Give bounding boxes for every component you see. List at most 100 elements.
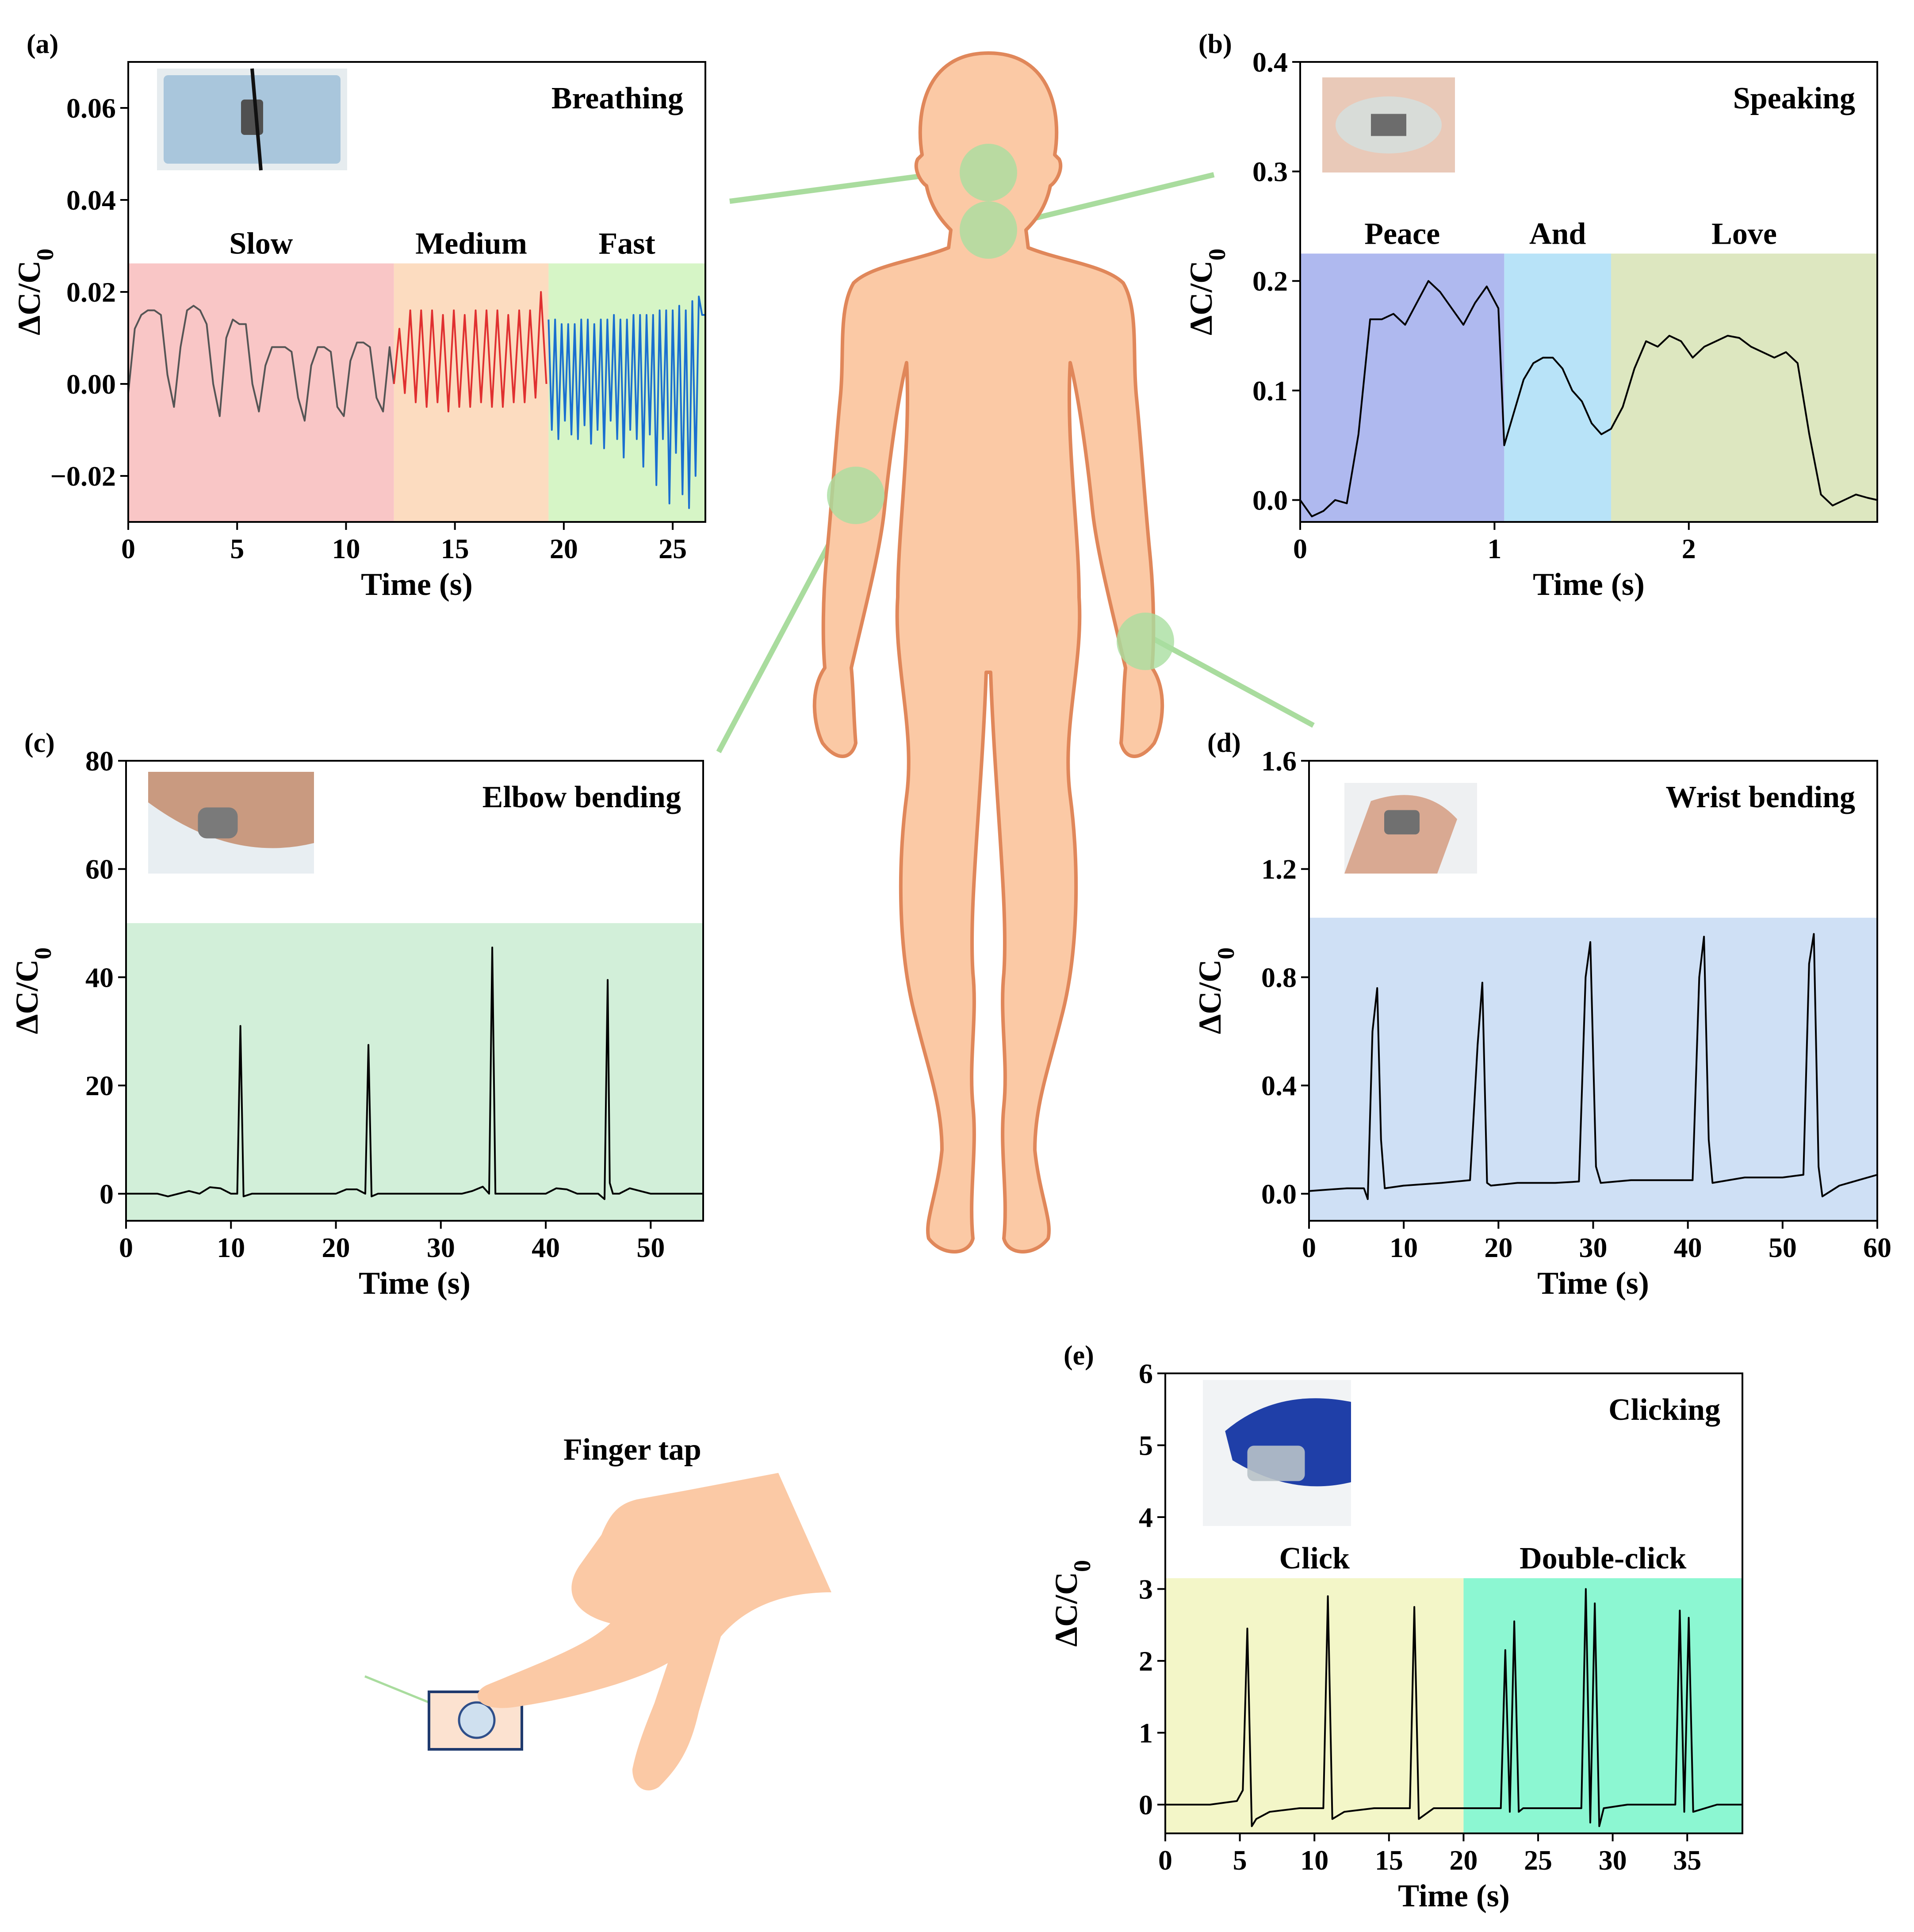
chart-title: Wrist bending: [1665, 780, 1855, 814]
x-axis-label: Time (s): [359, 1265, 471, 1301]
region-band-0: [126, 923, 703, 1221]
x-tick-label-1: 10: [1390, 1232, 1418, 1263]
inset-photo-mouth: [1322, 77, 1455, 172]
y-tick-label-0: 0.0: [1252, 484, 1288, 516]
panel-letter: (b): [1198, 29, 1232, 59]
x-tick-label-2: 10: [1300, 1844, 1328, 1876]
inset-photo-mask: [157, 68, 347, 171]
y-tick-label-3: 0.04: [66, 184, 116, 216]
region-band-1: [1504, 253, 1612, 522]
x-tick-label-7: 35: [1673, 1844, 1701, 1876]
sensor-wire-left: [364, 1675, 436, 1706]
y-tick-label-6: 6: [1139, 1358, 1153, 1389]
x-tick-label-1: 10: [217, 1232, 245, 1263]
joint-marker-throat: [960, 201, 1017, 259]
y-axis-label-subscript: 0: [1069, 1560, 1095, 1572]
sensor-shape: [1384, 810, 1420, 835]
joint-marker-elbow: [827, 467, 884, 524]
panel-letter: (e): [1064, 1341, 1094, 1371]
y-tick-label-4: 4: [1139, 1502, 1153, 1533]
y-axis-label-subscript: 0: [1213, 947, 1239, 959]
x-tick-label-1: 5: [1233, 1844, 1247, 1876]
hand-shape: [478, 1473, 831, 1790]
sensor-shape: [241, 100, 263, 135]
region-band-2: [1611, 253, 1877, 522]
data-series-0: [1299, 280, 1878, 518]
x-axis-label: Time (s): [1537, 1265, 1649, 1301]
y-tick-label-1: 0.4: [1261, 1070, 1297, 1101]
x-tick-label-5: 50: [1769, 1232, 1797, 1263]
x-tick-label-0: 0: [1158, 1844, 1172, 1876]
y-tick-label-2: 0.2: [1252, 265, 1288, 297]
y-tick-label-3: 3: [1139, 1574, 1153, 1605]
human-body: [812, 51, 1164, 1254]
y-axis-label: ΔC/C0: [11, 249, 58, 335]
y-tick-label-4: 80: [85, 745, 114, 777]
connector-line-wrist: [1148, 634, 1315, 728]
y-axis-label: ΔC/C0: [1049, 1560, 1095, 1647]
sensor-shape: [1371, 114, 1406, 136]
chart-title: Clicking: [1608, 1393, 1720, 1427]
data-series-0: [127, 305, 395, 422]
x-axis-label: Time (s): [361, 567, 473, 602]
finger-tap-illustration: Finger tap: [364, 1433, 831, 1790]
sensor-shape: [1247, 1445, 1305, 1481]
region-label-1: Double-click: [1520, 1541, 1686, 1576]
region-band-0: [1300, 253, 1504, 522]
joint-marker-wrist: [1117, 613, 1174, 670]
data-series-0: [1309, 933, 1878, 1200]
plot-frame: [1164, 1372, 1743, 1834]
x-tick-label-5: 25: [658, 533, 687, 564]
x-tick-label-1: 1: [1487, 533, 1501, 564]
y-axis-label-subscript: 0: [1204, 249, 1230, 261]
y-axis-label-subscript: 0: [30, 947, 56, 959]
region-label-2: Fast: [599, 227, 655, 261]
chart-title: Breathing: [551, 81, 683, 115]
y-tick-label-3: 0.3: [1252, 156, 1288, 188]
y-tick-label-4: 0.4: [1252, 46, 1288, 78]
data-series-1: [393, 291, 547, 413]
region-band-1: [1463, 1578, 1742, 1833]
plot-frame: [1299, 61, 1878, 523]
y-tick-label-3: 1.2: [1261, 854, 1297, 885]
y-tick-label-1: 0.00: [66, 368, 116, 400]
y-axis-label: ΔC/C0: [9, 947, 56, 1034]
x-tick-label-2: 20: [322, 1232, 350, 1263]
inset-photo-elbow: [148, 772, 314, 874]
x-tick-label-0: 0: [1302, 1232, 1316, 1263]
y-tick-label-5: 5: [1139, 1430, 1153, 1461]
inset-photo-glove: [1203, 1380, 1351, 1526]
y-tick-label-3: 60: [85, 854, 114, 885]
chart-title: Elbow bending: [482, 780, 681, 814]
sensor-contact-dot: [458, 1701, 496, 1739]
y-tick-label-0: 0: [100, 1178, 114, 1210]
y-tick-label-2: 0.02: [66, 276, 116, 308]
region-label-2: Love: [1711, 217, 1777, 251]
y-tick-label-1: 20: [85, 1070, 114, 1101]
data-series-2: [547, 295, 705, 509]
plot-frame: [125, 760, 704, 1222]
chart-title: Speaking: [1733, 81, 1855, 115]
region-label-0: Click: [1279, 1541, 1350, 1576]
x-tick-label-0: 0: [1293, 533, 1307, 564]
y-tick-label-0: 0.0: [1261, 1178, 1297, 1210]
y-tick-label-2: 2: [1139, 1645, 1153, 1677]
body-illustration: [716, 51, 1315, 1254]
y-axis-label: ΔC/C0: [1183, 249, 1230, 335]
inset-photo-wrist: [1344, 783, 1477, 874]
sensor-shape: [198, 807, 238, 839]
x-tick-label-1: 5: [230, 533, 244, 564]
y-tick-label-0: 0: [1139, 1789, 1153, 1821]
x-tick-label-3: 15: [1375, 1844, 1403, 1876]
region-label-1: Medium: [415, 227, 527, 261]
region-label-0: Slow: [229, 227, 293, 261]
y-tick-label-0: −0.02: [50, 460, 116, 492]
data-series-0: [126, 947, 703, 1200]
x-axis-label: Time (s): [1533, 567, 1645, 602]
x-tick-label-5: 25: [1524, 1844, 1552, 1876]
